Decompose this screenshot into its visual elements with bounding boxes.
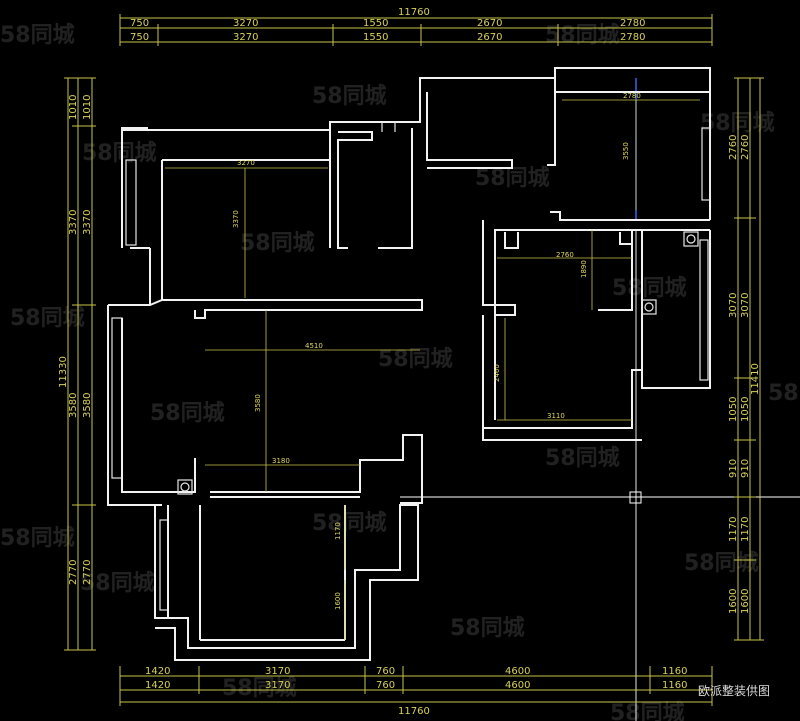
dim-left-3b: 2770 xyxy=(82,560,93,585)
dim-left-2: 3580 xyxy=(68,393,79,418)
watermark: 58同城 xyxy=(10,305,85,331)
dim-total-top: 11760 xyxy=(398,7,430,18)
dim-total-right: 11410 xyxy=(750,363,761,395)
watermarks: 58同城 58同城 58同城 58同城 58同城 58同城 58同城 58同城 … xyxy=(0,22,800,721)
dim-bottom-1b: 3170 xyxy=(265,680,290,691)
dim-bottom-1: 3170 xyxy=(265,666,290,677)
dim-right-2b: 1050 xyxy=(740,397,751,422)
watermark: 58同城 xyxy=(82,140,157,166)
watermark: 58同城 xyxy=(700,110,775,136)
dim-right-3: 910 xyxy=(728,459,739,478)
dim-left-1b: 3370 xyxy=(82,210,93,235)
dim-label: 3180 xyxy=(272,457,290,465)
dim-total-bottom: 11760 xyxy=(398,706,430,717)
watermark: 58同城 xyxy=(450,615,525,641)
dim-label: 2780 xyxy=(623,92,641,100)
dim-bottom-0b: 1420 xyxy=(145,680,170,691)
dim-label: 2460 xyxy=(493,364,501,382)
dim-right-3b: 910 xyxy=(740,459,751,478)
dims-top: 11760 750 750 3270 3270 1550 1550 2670 2… xyxy=(119,7,713,46)
watermark: 58同城 xyxy=(312,510,387,536)
dim-left-0b: 1010 xyxy=(82,95,93,120)
dim-right-4b: 1170 xyxy=(740,517,751,542)
dim-right-1b: 3070 xyxy=(740,293,751,318)
watermark: 58同城 xyxy=(150,400,225,426)
dim-label: 3370 xyxy=(232,210,240,228)
dim-top-1: 3270 xyxy=(233,18,258,29)
dim-right-4: 1170 xyxy=(728,517,739,542)
watermark: 58同城 xyxy=(545,22,620,48)
dim-bottom-3: 4600 xyxy=(505,666,530,677)
dims-left: 11330 1010 1010 3370 3370 3580 3580 2770… xyxy=(58,77,96,651)
room-dimensions: 2780 3550 3270 3370 2760 1890 4510 3580 … xyxy=(165,92,700,640)
watermark: 58同城 xyxy=(475,165,550,191)
dim-right-2: 1050 xyxy=(728,397,739,422)
dim-bottom-4b: 1160 xyxy=(662,680,687,691)
dim-total-left: 11330 xyxy=(58,356,69,388)
dim-top-2: 1550 xyxy=(363,18,388,29)
dim-label: 3270 xyxy=(237,159,255,167)
dim-label: 1890 xyxy=(580,260,588,278)
dim-label: 1600 xyxy=(334,592,342,610)
watermark: 58同城 xyxy=(684,550,759,576)
watermark: 58同城 xyxy=(612,275,687,301)
dim-top-3: 2670 xyxy=(477,18,502,29)
dim-label: 3580 xyxy=(254,394,262,412)
dims-right: 2760 2760 3070 3070 1050 1050 910 910 11… xyxy=(728,77,764,641)
dim-right-1: 3070 xyxy=(728,293,739,318)
dim-label: 2760 xyxy=(556,251,574,259)
dim-top-0b: 750 xyxy=(130,32,149,43)
dim-top-1b: 3270 xyxy=(233,32,258,43)
dim-left-3: 2770 xyxy=(68,560,79,585)
dim-right-0: 2760 xyxy=(728,135,739,160)
watermark: 58同城 xyxy=(312,83,387,109)
image-caption: 欧派整装供图 xyxy=(698,683,770,698)
dim-left-2b: 3580 xyxy=(82,393,93,418)
watermark: 58同城 xyxy=(240,230,315,256)
walls xyxy=(107,67,711,661)
dim-left-0: 1010 xyxy=(68,95,79,120)
watermark: 58同城 xyxy=(222,675,297,701)
watermark: 58同城 xyxy=(610,700,685,721)
watermark: 58同城 xyxy=(545,445,620,471)
dim-top-0: 750 xyxy=(130,18,149,29)
watermark: 58同城 xyxy=(768,380,800,406)
dims-bottom: 1420 1420 3170 3170 760 760 4600 4600 11… xyxy=(119,666,713,717)
dim-right-0b: 2760 xyxy=(740,135,751,160)
watermark: 58同城 xyxy=(0,525,75,551)
dim-bottom-3b: 4600 xyxy=(505,680,530,691)
dim-bottom-2: 760 xyxy=(376,666,395,677)
dim-bottom-0: 1420 xyxy=(145,666,170,677)
watermark: 58同城 xyxy=(0,22,75,48)
dim-right-5b: 1600 xyxy=(740,589,751,614)
dim-right-5: 1600 xyxy=(728,589,739,614)
dim-left-1: 3370 xyxy=(68,210,79,235)
dim-label: 3550 xyxy=(622,142,630,160)
dim-bottom-2b: 760 xyxy=(376,680,395,691)
dim-top-4b: 2780 xyxy=(620,32,645,43)
dim-label: 1170 xyxy=(334,522,342,540)
dim-top-2b: 1550 xyxy=(363,32,388,43)
dim-label: 3110 xyxy=(547,412,565,420)
dim-bottom-4: 1160 xyxy=(662,666,687,677)
dim-top-3b: 2670 xyxy=(477,32,502,43)
dim-label: 4510 xyxy=(305,342,323,350)
dim-top-4: 2780 xyxy=(620,18,645,29)
